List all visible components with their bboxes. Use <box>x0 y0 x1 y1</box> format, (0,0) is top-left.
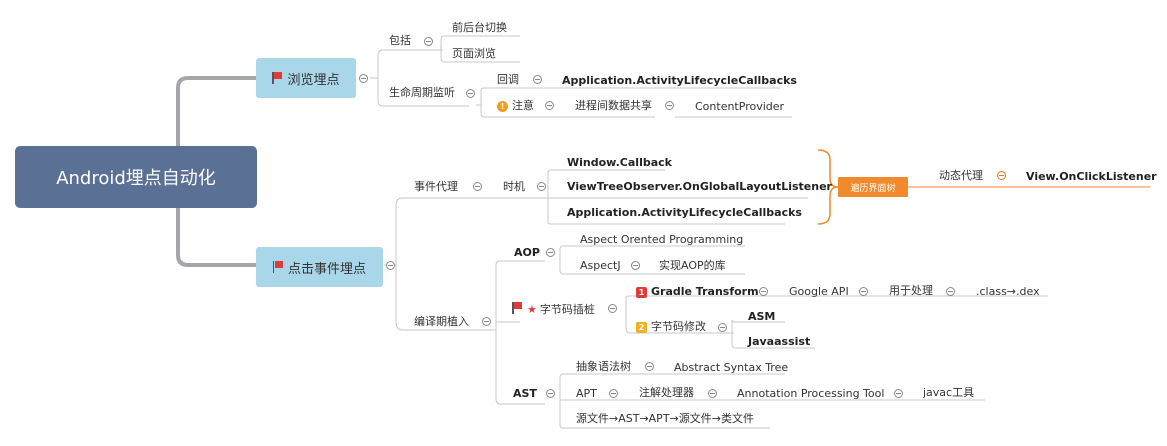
node-asm[interactable]: ASM <box>748 310 776 323</box>
collapse-icon[interactable] <box>997 171 1006 180</box>
node-syntax-tree[interactable]: 抽象语法树 <box>576 360 631 373</box>
node-timing-item[interactable]: ViewTreeObserver.OnGlobalLayoutListener <box>567 180 832 193</box>
node-note-value[interactable]: ContentProvider <box>695 100 785 113</box>
node-note-child[interactable]: 进程间数据共享 <box>575 99 652 112</box>
node-javaassist[interactable]: Javaassist <box>748 335 811 348</box>
root-label: Android埋点自动化 <box>56 168 216 189</box>
node-gradle-transform-label: Gradle Transform <box>651 285 759 298</box>
warning-icon: ! <box>497 101 508 112</box>
topic-browse-label: 浏览埋点 <box>287 72 340 88</box>
node-event-proxy[interactable]: 事件代理 <box>414 180 458 193</box>
node-annotation-processor[interactable]: 注解处理器 <box>639 386 694 399</box>
collapse-icon[interactable] <box>631 261 640 270</box>
collapse-icon[interactable] <box>946 287 955 296</box>
node-timing[interactable]: 时机 <box>503 180 525 193</box>
node-apt[interactable]: APT <box>576 387 597 400</box>
node-javac[interactable]: javac工具 <box>923 386 975 399</box>
star-icon: ★ <box>527 303 537 316</box>
collapse-icon[interactable] <box>386 261 395 270</box>
node-include-item[interactable]: 前后台切换 <box>452 21 507 34</box>
node-timing-item[interactable]: Window.Callback <box>567 156 672 169</box>
node-bytecode-modify[interactable]: 2 字节码修改 <box>636 320 706 334</box>
collapse-icon[interactable] <box>546 248 555 257</box>
node-note[interactable]: ! 注意 <box>497 99 534 113</box>
node-dynamic-proxy[interactable]: 动态代理 <box>939 169 983 182</box>
node-callback[interactable]: 回调 <box>497 73 519 86</box>
collapse-icon[interactable] <box>718 323 727 332</box>
node-bytecode-modify-label: 字节码修改 <box>651 320 706 333</box>
node-gradle-transform[interactable]: 1 Gradle Transform <box>636 285 759 299</box>
summary-node[interactable]: 遍历界面树 <box>838 177 908 197</box>
node-google-api[interactable]: Google API <box>789 285 849 298</box>
node-aop[interactable]: AOP <box>514 246 540 259</box>
node-timing-item[interactable]: Application.ActivityLifecycleCallbacks <box>567 206 802 219</box>
topic-click-label: 点击事件埋点 <box>287 261 366 277</box>
topic-click[interactable]: 点击事件埋点 <box>256 247 383 287</box>
node-syntax-tree-value[interactable]: Abstract Syntax Tree <box>674 361 789 374</box>
node-ast[interactable]: AST <box>513 387 537 400</box>
collapse-icon[interactable] <box>482 317 491 326</box>
collapse-icon[interactable] <box>759 287 768 296</box>
node-aop-full[interactable]: Aspect Orented Programming <box>580 233 744 246</box>
topic-browse[interactable]: 浏览埋点 <box>256 58 356 98</box>
collapse-icon[interactable] <box>708 389 717 398</box>
collapse-icon[interactable] <box>859 287 868 296</box>
collapse-icon[interactable] <box>545 101 554 110</box>
node-include-item[interactable]: 页面浏览 <box>452 47 496 60</box>
node-compile[interactable]: 编译期植入 <box>414 315 469 328</box>
priority-1-icon: 1 <box>636 287 647 298</box>
node-aspectj-desc[interactable]: 实现AOP的库 <box>659 259 726 272</box>
collapse-icon[interactable] <box>537 182 546 191</box>
collapse-icon[interactable] <box>665 101 674 110</box>
collapse-icon[interactable] <box>546 389 555 398</box>
node-bytecode-label: 字节码插桩 <box>539 303 595 316</box>
flag-icon <box>272 261 284 273</box>
node-aspectj[interactable]: AspectJ <box>580 259 621 272</box>
root-topic[interactable]: Android埋点自动化 <box>15 146 257 208</box>
node-onclick-listener[interactable]: View.OnClickListener <box>1026 170 1157 183</box>
flag-icon <box>512 302 523 314</box>
node-source-flow[interactable]: 源文件→AST→APT→源文件→类文件 <box>576 412 754 425</box>
collapse-icon[interactable] <box>533 75 542 84</box>
node-lifecycle[interactable]: 生命周期监听 <box>389 86 455 99</box>
flag-icon <box>272 72 283 84</box>
collapse-icon[interactable] <box>466 89 475 98</box>
collapse-icon[interactable] <box>424 37 433 46</box>
node-note-label: 注意 <box>512 99 534 112</box>
node-apt-full[interactable]: Annotation Processing Tool <box>737 387 885 400</box>
collapse-icon[interactable] <box>609 389 618 398</box>
summary-label: 遍历界面树 <box>850 183 896 194</box>
node-class-dex[interactable]: .class→.dex <box>976 285 1040 298</box>
collapse-icon[interactable] <box>359 74 368 83</box>
node-bytecode[interactable]: ★字节码插桩 <box>512 302 595 317</box>
collapse-icon[interactable] <box>608 304 617 313</box>
collapse-icon[interactable] <box>894 389 903 398</box>
collapse-icon[interactable] <box>473 182 482 191</box>
node-use-for[interactable]: 用于处理 <box>889 284 933 297</box>
priority-2-icon: 2 <box>636 322 647 333</box>
node-include[interactable]: 包括 <box>389 34 411 47</box>
collapse-icon[interactable] <box>645 362 654 371</box>
node-callback-value[interactable]: Application.ActivityLifecycleCallbacks <box>562 74 797 87</box>
